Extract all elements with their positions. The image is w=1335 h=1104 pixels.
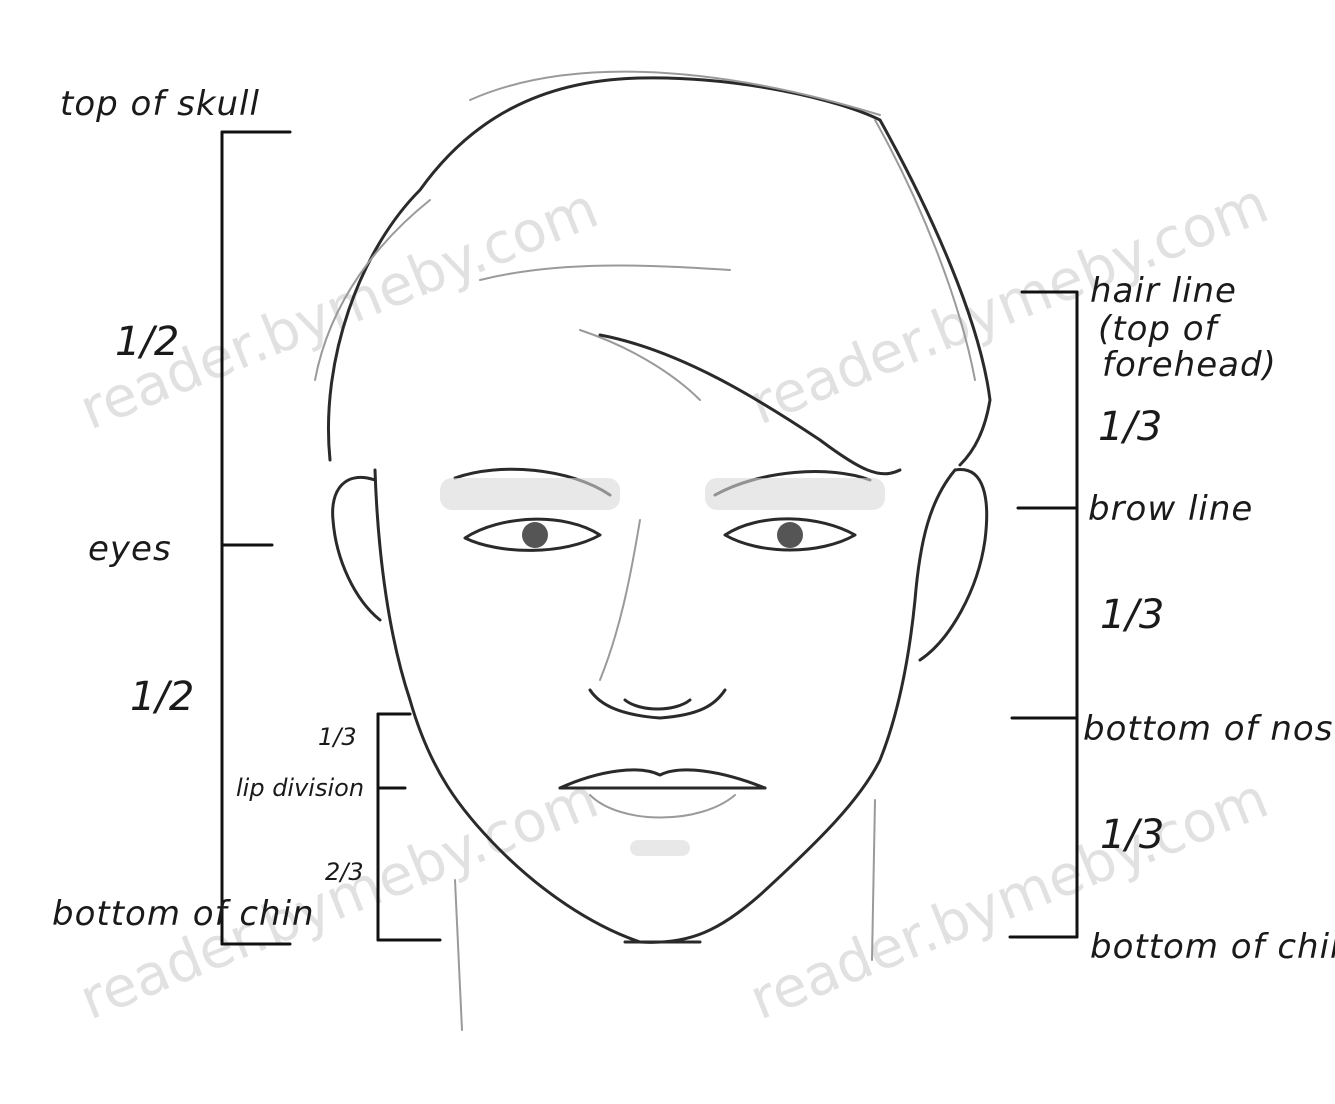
left-ear bbox=[333, 477, 380, 620]
label-lip-division: lip division bbox=[236, 774, 364, 802]
upper-lip bbox=[560, 770, 765, 788]
label-bottom-of-chin-right: bottom of chin bbox=[1090, 927, 1335, 967]
label-mouth-two-thirds: 2/3 bbox=[325, 858, 364, 886]
label-bottom-of-nose: bottom of nose bbox=[1083, 709, 1335, 749]
label-eyes: eyes bbox=[88, 529, 172, 569]
label-third-1: 1/3 bbox=[1098, 404, 1162, 450]
label-hairline: hair line bbox=[1090, 271, 1237, 311]
lower-lip bbox=[590, 795, 735, 818]
label-brow-line: brow line bbox=[1088, 489, 1253, 529]
label-half-upper: 1/2 bbox=[115, 319, 179, 365]
label-hairline-note-2: forehead) bbox=[1102, 345, 1277, 385]
label-mouth-third: 1/3 bbox=[318, 723, 357, 751]
label-half-lower: 1/2 bbox=[130, 674, 194, 720]
label-bottom-of-chin-left: bottom of chin bbox=[52, 894, 315, 934]
watermark-4: reader.bymeby.com bbox=[741, 766, 1277, 1033]
label-third-3: 1/3 bbox=[1100, 812, 1164, 858]
label-third-2: 1/3 bbox=[1100, 592, 1164, 638]
nose bbox=[590, 690, 725, 718]
label-hairline-note-1: (top of bbox=[1098, 309, 1222, 349]
label-top-of-skull: top of skull bbox=[60, 84, 260, 124]
right-ear bbox=[920, 470, 987, 660]
left-bracket bbox=[222, 132, 290, 944]
